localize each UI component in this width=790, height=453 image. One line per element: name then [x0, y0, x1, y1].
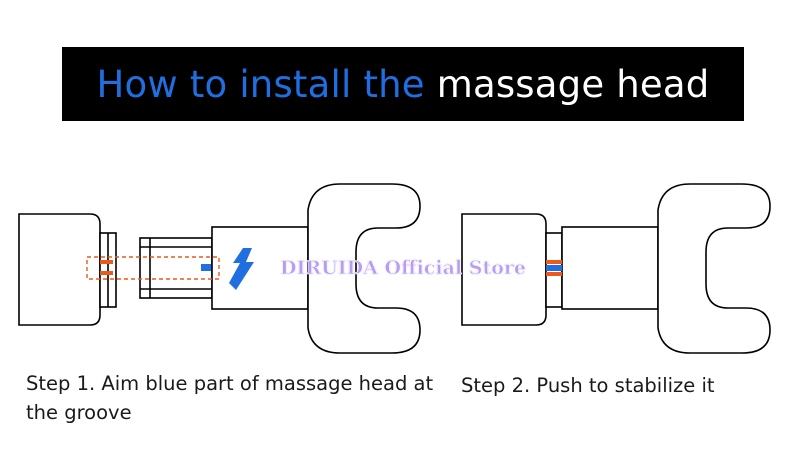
- title-blue-text: How to install the: [96, 62, 425, 106]
- step2-caption: Step 2. Push to stabilize it: [461, 374, 715, 397]
- title-banner: How to install the massage head: [62, 47, 744, 121]
- head-shaft-step1: [139, 237, 213, 299]
- head-fork-step2: [657, 183, 771, 354]
- alignment-guide-step1: [86, 256, 220, 280]
- store-watermark: DIRUIDA Official Store: [280, 257, 527, 280]
- gun-body-step1: [18, 213, 101, 326]
- head-neck-step2: [561, 226, 659, 310]
- step1-diagram: [18, 183, 421, 354]
- groove-marker-step1-a: [100, 260, 113, 264]
- step1-caption: Step 1. Aim blue part of massage head at…: [26, 372, 434, 424]
- groove-marker-step1-b: [100, 271, 113, 275]
- groove-marker-step2-orange-a: [546, 260, 562, 264]
- groove-marker-step2-blue: [546, 265, 562, 271]
- gun-body-step2: [461, 213, 547, 326]
- head-fork-step1: [307, 183, 421, 354]
- head-neck-step1: [211, 226, 309, 310]
- title-white-text: massage head: [436, 62, 710, 106]
- blue-tab-step1: [201, 264, 211, 271]
- groove-marker-step2-orange-b: [546, 272, 562, 276]
- step2-diagram: [461, 183, 771, 354]
- push-arrow-icon: [229, 248, 254, 290]
